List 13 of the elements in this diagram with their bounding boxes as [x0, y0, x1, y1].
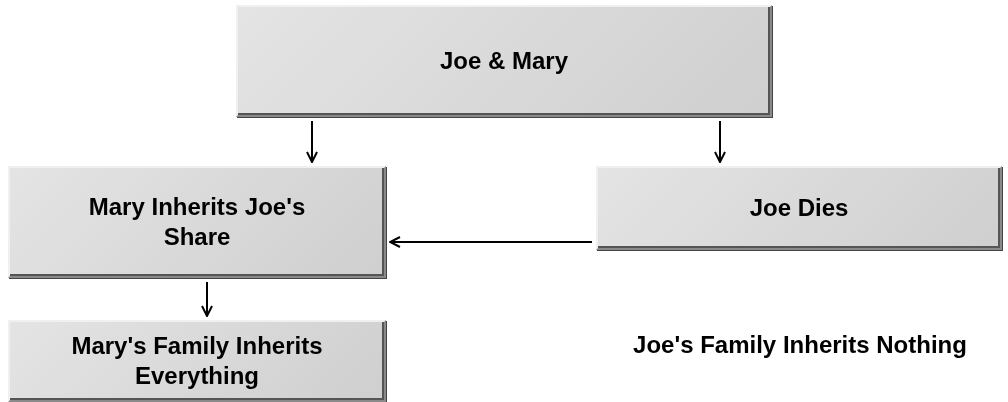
process-box [8, 166, 386, 278]
box-label: Mary Inherits Joe's Share [87, 192, 307, 252]
process-box [596, 166, 1002, 250]
box-label: Joe Dies [749, 193, 849, 223]
box-label: Mary's Family Inherits Everything [70, 331, 324, 391]
box-label: Joe & Mary [439, 46, 569, 76]
note-text: Joe's Family Inherits Nothing [632, 330, 968, 360]
arrow [201, 281, 213, 317]
arrow [389, 236, 593, 248]
process-box [236, 5, 772, 117]
arrow [714, 120, 726, 163]
process-box [8, 320, 386, 402]
arrow [306, 120, 318, 163]
